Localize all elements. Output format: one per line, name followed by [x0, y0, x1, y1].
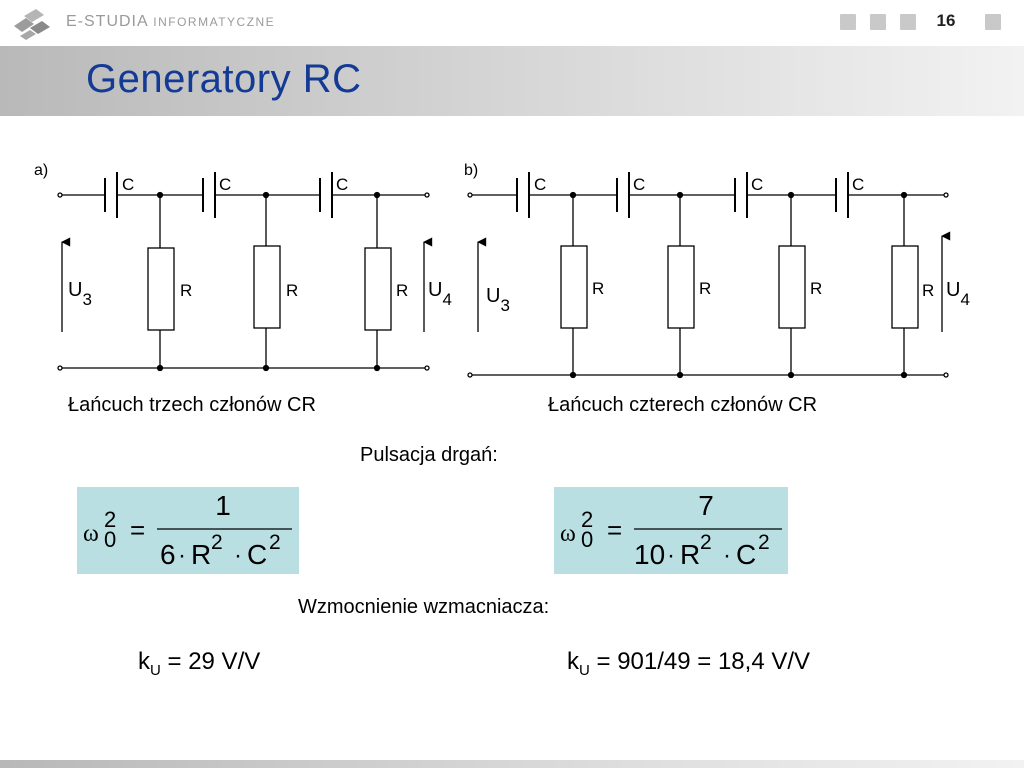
output-voltage-a: U4	[428, 279, 452, 309]
brand-sub: INFORMATYCZNE	[153, 15, 276, 29]
svg-text:C: C	[534, 175, 546, 194]
capacitor-b3	[734, 172, 748, 218]
capacitor-a2	[202, 172, 216, 218]
nav-last-button[interactable]	[985, 14, 1001, 30]
svg-text:R: R	[810, 279, 822, 298]
svg-text:ω: ω	[83, 521, 99, 547]
svg-text:·: ·	[178, 542, 186, 569]
svg-text:R: R	[191, 539, 211, 570]
svg-text:C: C	[751, 175, 763, 194]
caption-diagram-a: Łańcuch trzech członów CR	[68, 394, 316, 416]
svg-text:R: R	[180, 281, 192, 300]
input-voltage-b: U3	[486, 285, 510, 315]
svg-text:R: R	[699, 279, 711, 298]
capacitor-b1	[516, 172, 530, 218]
logo-icon	[14, 9, 50, 40]
svg-text:6: 6	[160, 539, 176, 570]
resistor-a2	[253, 195, 281, 368]
svg-text:C: C	[247, 539, 267, 570]
svg-text:2: 2	[700, 531, 712, 554]
resistor-b4	[891, 195, 919, 375]
svg-text:·: ·	[667, 542, 675, 569]
diagram-a-label: a)	[34, 162, 48, 179]
oscillation-heading: Pulsacja drgań:	[360, 444, 498, 466]
svg-text:=: =	[130, 515, 145, 545]
svg-text:C: C	[736, 539, 756, 570]
svg-text:7: 7	[698, 490, 714, 521]
svg-text:2: 2	[758, 531, 770, 554]
svg-text:=: =	[607, 515, 622, 545]
svg-text:2: 2	[104, 507, 116, 532]
gain-value-a: kU = 29 V/V	[138, 648, 261, 679]
svg-text:10: 10	[634, 539, 665, 570]
resistor-a1	[147, 195, 175, 368]
resistor-b3	[778, 195, 806, 375]
brand-name: E-STUDIA INFORMATYCZNE	[66, 13, 275, 31]
svg-text:R: R	[592, 279, 604, 298]
gain-heading: Wzmocnienie wzmacniacza:	[298, 596, 550, 618]
svg-text:C: C	[633, 175, 645, 194]
capacitor-b4	[835, 172, 849, 218]
page-title: Generatory RC	[86, 57, 362, 101]
title-band	[0, 46, 1024, 116]
svg-text:2: 2	[581, 507, 593, 532]
diagram-a: a) C C C R R R U3 U4	[34, 162, 452, 372]
resistor-a3	[364, 195, 392, 368]
gain-value-b: kU = 901/49 = 18,4 V/V	[567, 648, 811, 679]
svg-text:R: R	[396, 281, 408, 300]
svg-text:1: 1	[215, 490, 231, 521]
page-number: 16	[936, 11, 956, 30]
capacitor-b2	[616, 172, 630, 218]
capacitor-a1	[104, 172, 118, 218]
svg-text:0: 0	[104, 527, 116, 552]
svg-text:2: 2	[211, 531, 223, 554]
svg-text:·: ·	[723, 542, 731, 569]
svg-text:R: R	[286, 281, 298, 300]
svg-text:·: ·	[234, 542, 242, 569]
svg-text:ω: ω	[560, 521, 576, 547]
capacitor-a3	[319, 172, 333, 218]
formula-a: ω 2 0 = 1 6 · R 2 · C 2	[77, 487, 299, 574]
brand-main: E-STUDIA	[66, 13, 148, 30]
resistor-b1	[560, 195, 588, 375]
svg-text:R: R	[922, 281, 934, 300]
bottom-bar	[0, 760, 1024, 768]
diagram-b: b) C C C C R R R R U3 U4	[464, 162, 970, 379]
formula-b: ω 2 0 = 7 10 · R 2 · C 2	[554, 487, 788, 574]
input-voltage-a: U3	[68, 279, 92, 309]
svg-text:C: C	[122, 175, 134, 194]
caption-diagram-b: Łańcuch czterech członów CR	[548, 394, 818, 416]
svg-text:2: 2	[269, 531, 281, 554]
nav-prev-button[interactable]	[870, 14, 886, 30]
nav-first-button[interactable]	[840, 14, 856, 30]
svg-text:C: C	[336, 175, 348, 194]
output-voltage-b: U4	[946, 279, 970, 309]
svg-text:0: 0	[581, 527, 593, 552]
slide-header: E-STUDIA INFORMATYCZNE 16	[0, 0, 1024, 46]
diagram-b-label: b)	[464, 162, 478, 179]
nav-next-button[interactable]	[900, 14, 916, 30]
svg-text:C: C	[219, 175, 231, 194]
svg-text:R: R	[680, 539, 700, 570]
svg-text:C: C	[852, 175, 864, 194]
resistor-b2	[667, 195, 695, 375]
